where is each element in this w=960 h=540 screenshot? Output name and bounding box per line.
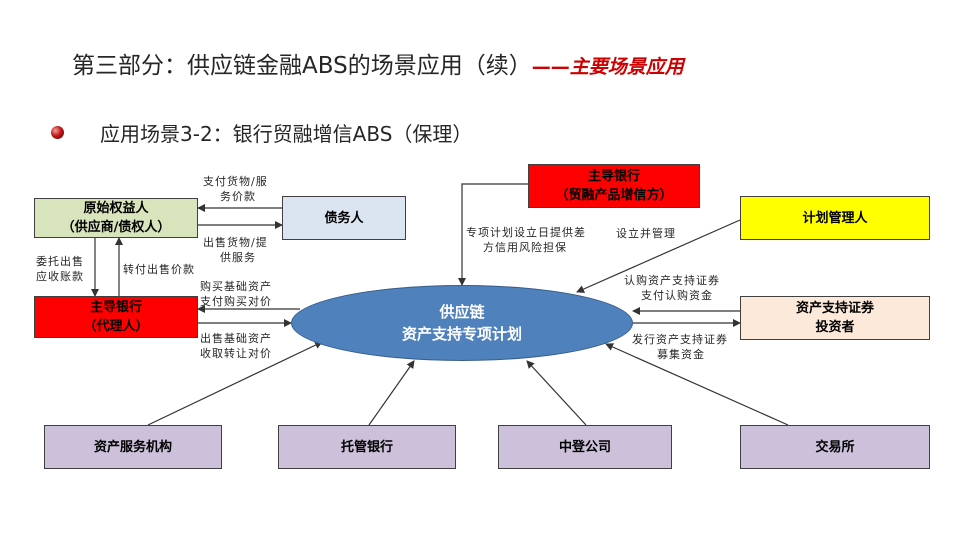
node-custodian: 托管银行 (278, 425, 456, 469)
section-heading: 应用场景3-2：银行贸融增信ABS（保理） (100, 122, 473, 146)
node-lead-bank-product: 主导银行 （贸融产品增信方） (528, 164, 700, 208)
label-subscribe-2: 支付认购资金 (641, 289, 713, 302)
node-lead-bank-agent-line1: 主导银行 (89, 300, 142, 315)
node-investors-line2: 投资者 (815, 320, 855, 335)
node-center-plan: 供应链 资产支持专项计划 (291, 285, 633, 361)
label-transfer-pay: 转付出售价款 (123, 263, 195, 276)
node-original-owner-line1: 原始权益人 (83, 201, 149, 216)
node-debtor: 债务人 (282, 196, 406, 240)
node-asset-service-label: 资产服务机构 (93, 439, 172, 455)
label-entrust-2: 应收账款 (36, 270, 84, 283)
node-asset-service: 资产服务机构 (44, 425, 222, 469)
arrow-establish (576, 219, 741, 293)
label-establish: 设立并管理 (616, 227, 676, 240)
label-issue-2: 募集资金 (657, 348, 705, 361)
label-guarantee-1: 专项计划设立日提供差 (466, 226, 586, 239)
node-exchange-label: 交易所 (815, 439, 855, 455)
node-original-owner-line2: （供应商/债权人） (61, 220, 171, 235)
node-lead-bank-product-line2: （贸融产品增信方） (555, 188, 673, 203)
node-center-line2: 资产支持专项计划 (401, 325, 522, 343)
page-title: 第三部分：供应链金融ABS的场景应用（续）——主要场景应用 (72, 46, 684, 80)
node-plan-manager-label: 计划管理人 (802, 210, 868, 226)
label-pay-goods-2: 务价款 (220, 190, 256, 203)
label-buy-assets-2: 支付购买对价 (200, 295, 272, 308)
arrow-exchange (605, 343, 789, 426)
node-plan-manager: 计划管理人 (740, 196, 930, 240)
label-subscribe-1: 认购资产支持证券 (624, 274, 720, 287)
label-sell-goods-2: 供服务 (220, 251, 256, 264)
arrow-csdc (526, 360, 587, 426)
node-csdc: 中登公司 (498, 425, 672, 469)
title-dash: —— (531, 56, 570, 78)
label-guarantee-2: 方信用风险担保 (483, 241, 567, 254)
node-original-owner: 原始权益人 （供应商/债权人） (34, 198, 198, 238)
label-entrust-1: 委托出售 (36, 255, 84, 268)
label-buy-assets-1: 购买基础资产 (200, 280, 272, 293)
node-custodian-label: 托管银行 (340, 439, 393, 455)
node-lead-bank-product-line1: 主导银行 (587, 169, 640, 184)
node-csdc-label: 中登公司 (558, 439, 611, 455)
node-debtor-label: 债务人 (324, 210, 364, 226)
page-title-main: 第三部分：供应链金融ABS的场景应用（续） (72, 53, 532, 79)
node-investors-line1: 资产支持证券 (795, 301, 874, 316)
label-issue-1: 发行资产支持证券 (632, 333, 728, 346)
node-lead-bank-agent: 主导银行 （代理人） (34, 296, 198, 338)
node-investors: 资产支持证券 投资者 (740, 296, 930, 340)
label-pay-goods-1: 支付货物/服 (203, 175, 268, 188)
label-sell-assets-1: 出售基础资产 (200, 332, 272, 345)
arrow-asset-service (147, 341, 323, 426)
label-sell-assets-2: 收取转让对价 (200, 347, 272, 360)
arrow-guarantee (458, 183, 528, 286)
bullet-icon (51, 126, 64, 139)
node-center-line1: 供应链 (439, 303, 485, 321)
node-exchange: 交易所 (740, 425, 930, 469)
title-tag: 主要场景应用 (569, 56, 684, 78)
label-sell-goods-1: 出售货物/提 (203, 236, 268, 249)
arrow-custodian (368, 360, 415, 426)
node-lead-bank-agent-line2: （代理人） (83, 319, 149, 334)
